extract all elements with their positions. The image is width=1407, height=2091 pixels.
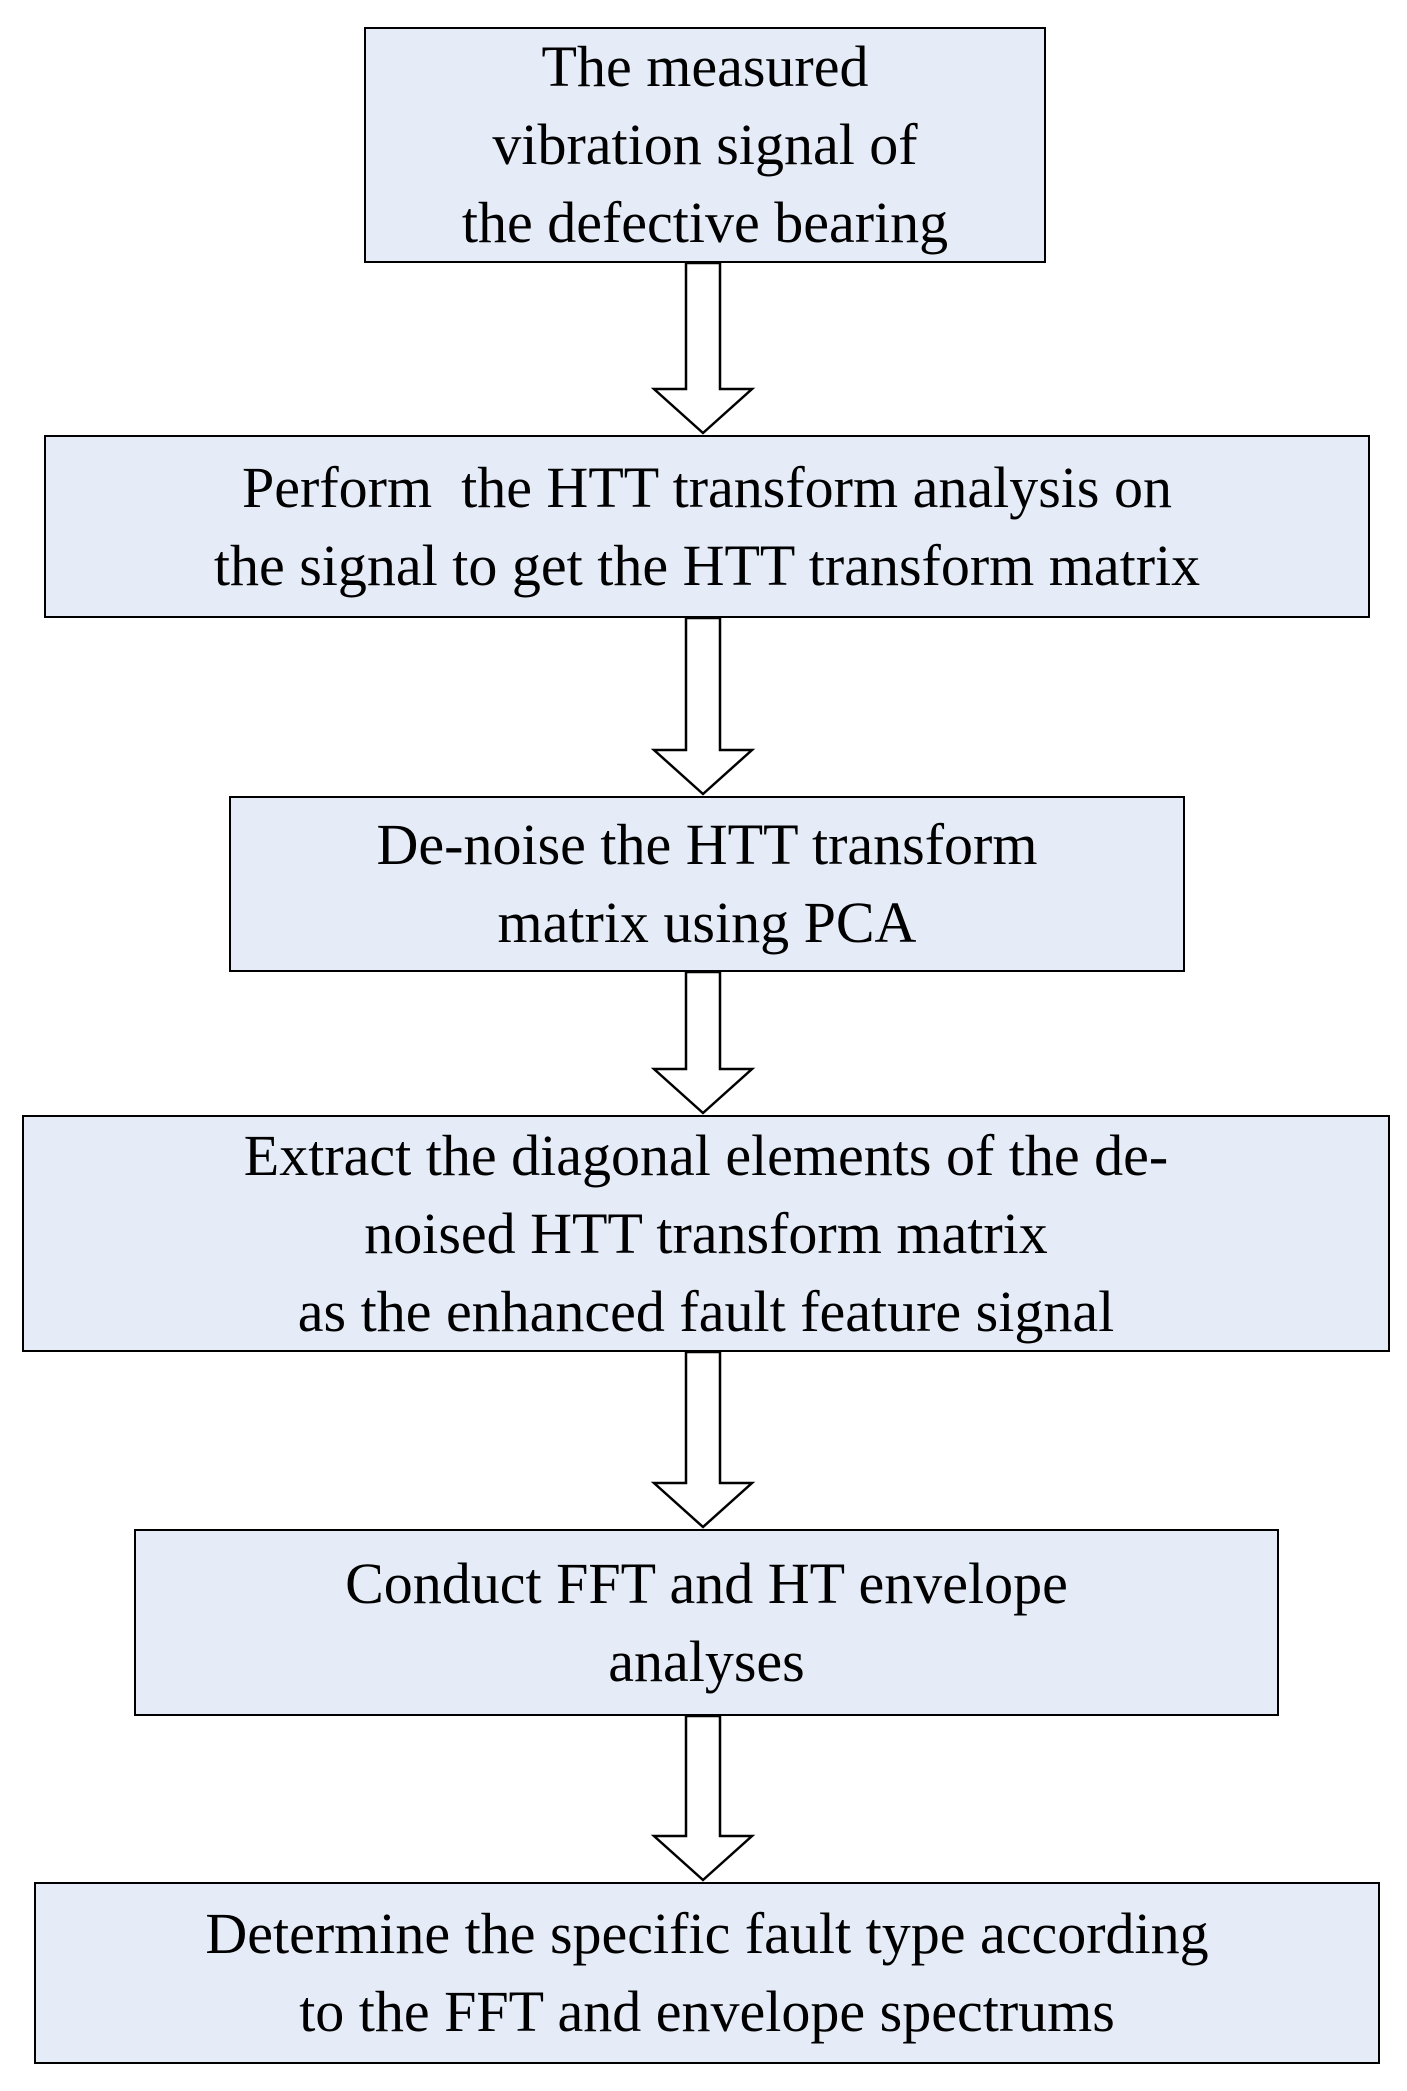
step-text-line: matrix using PCA	[497, 890, 917, 955]
step-text-line: analyses	[608, 1628, 805, 1694]
arrow-step4-to-step5	[650, 1350, 756, 1529]
step-text-line: to the FFT and envelope spectrums	[299, 1979, 1115, 2044]
step-text-line: The measured	[541, 34, 869, 99]
step-text-line: Extract the diagonal elements of the de-	[243, 1122, 1169, 1188]
arrow-step1-to-step2	[650, 261, 756, 435]
step-pca-denoise: De-noise the HTT transform matrix using …	[229, 796, 1185, 972]
step-text-line: as the enhanced fault feature signal	[297, 1278, 1115, 1344]
step-measured-signal: The measured vibration signal of the def…	[364, 27, 1046, 263]
step-text-line: noised HTT transform matrix	[364, 1200, 1048, 1266]
arrow-step5-to-step6	[650, 1714, 756, 1882]
step-extract-diagonal: Extract the diagonal elements of the de-…	[22, 1115, 1390, 1352]
step-text-line: the signal to get the HTT transform matr…	[213, 532, 1201, 598]
step-text-line: vibration signal of	[492, 112, 918, 177]
step-text-line: Perform the HTT transform analysis on	[242, 454, 1172, 520]
step-text-line: the defective bearing	[461, 190, 949, 255]
step-text-line: Determine the specific fault type accord…	[205, 1901, 1209, 1966]
step-determine-fault-type: Determine the specific fault type accord…	[34, 1882, 1380, 2064]
step-htt-transform: Perform the HTT transform analysis on th…	[44, 435, 1370, 618]
step-text-line: Conduct FFT and HT envelope	[345, 1550, 1068, 1616]
arrow-step3-to-step4	[650, 970, 756, 1115]
step-fft-ht-envelope: Conduct FFT and HT envelope analyses	[134, 1529, 1279, 1716]
step-text-line: De-noise the HTT transform	[376, 812, 1038, 877]
arrow-step2-to-step3	[650, 616, 756, 796]
